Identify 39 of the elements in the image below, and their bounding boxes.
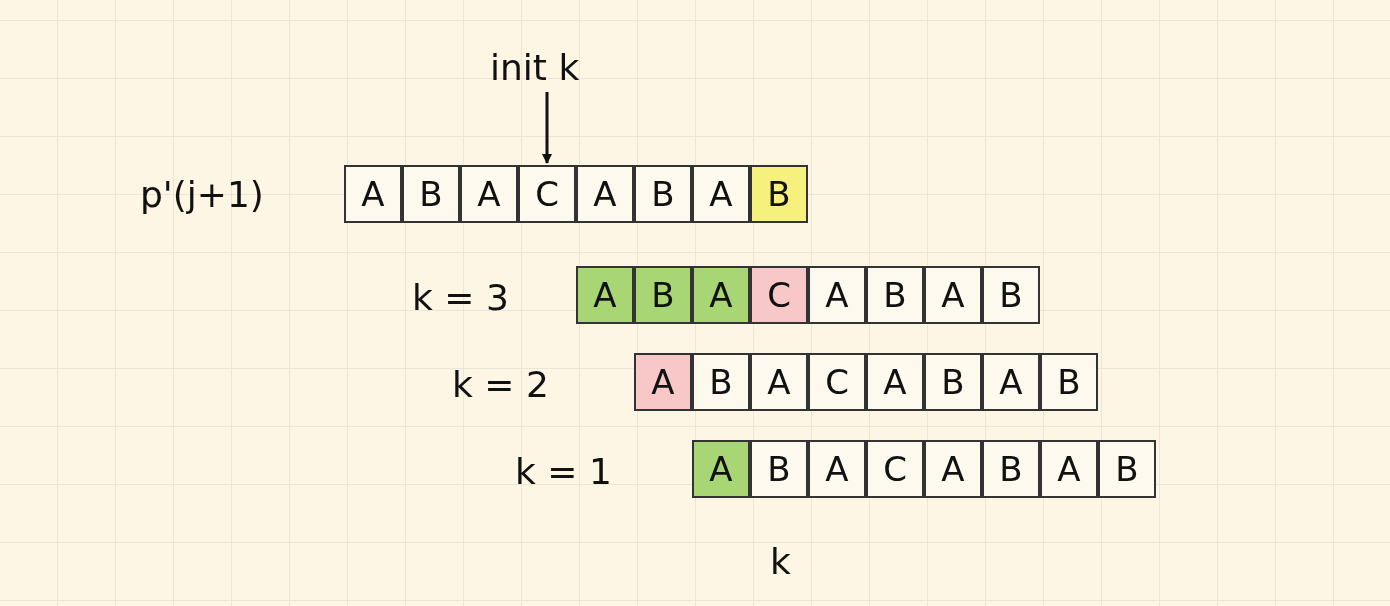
- row-label: k = 2: [452, 363, 549, 407]
- row-label: p'(j+1): [140, 173, 264, 217]
- array-cell: B: [1098, 440, 1156, 498]
- array-cell: A: [808, 266, 866, 324]
- array-cell: A: [576, 266, 634, 324]
- array-cell: A: [576, 165, 634, 223]
- array-cell: A: [866, 353, 924, 411]
- array-cell: B: [634, 165, 692, 223]
- array-cell: B: [982, 266, 1040, 324]
- array-cell: A: [692, 440, 750, 498]
- array-cell: C: [518, 165, 576, 223]
- array-cell: B: [750, 440, 808, 498]
- array-cell: C: [866, 440, 924, 498]
- array-cell: A: [692, 266, 750, 324]
- array-cell: A: [634, 353, 692, 411]
- pointer-label: k: [770, 540, 791, 584]
- array-cell: A: [692, 165, 750, 223]
- arrow: [542, 92, 552, 164]
- row-label: k = 3: [412, 276, 509, 320]
- array-cell: B: [982, 440, 1040, 498]
- array-cell: B: [1040, 353, 1098, 411]
- array-cell: B: [750, 165, 808, 223]
- array-cell: A: [982, 353, 1040, 411]
- row-label: k = 1: [515, 450, 612, 494]
- array-cell: B: [692, 353, 750, 411]
- array-cell: A: [1040, 440, 1098, 498]
- array-cell: A: [750, 353, 808, 411]
- array-cell: B: [402, 165, 460, 223]
- array-cell: A: [344, 165, 402, 223]
- array-cell: A: [460, 165, 518, 223]
- array-cell: C: [808, 353, 866, 411]
- array-cell: A: [808, 440, 866, 498]
- array-cell: C: [750, 266, 808, 324]
- array-cell: A: [924, 440, 982, 498]
- array-cell: A: [924, 266, 982, 324]
- array-cell: B: [634, 266, 692, 324]
- pointer-label: init k: [490, 46, 580, 90]
- array-cell: B: [866, 266, 924, 324]
- array-cell: B: [924, 353, 982, 411]
